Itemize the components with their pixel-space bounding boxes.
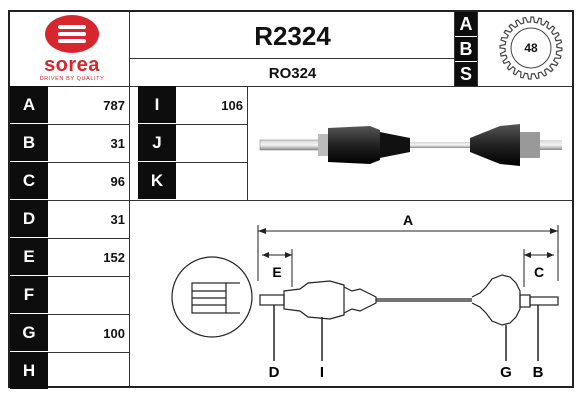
brand-tagline: DRIVEN BY QUALITY (39, 76, 105, 82)
brand-logo: sorea DRIVEN BY QUALITY (10, 12, 130, 86)
spec-value-0: 787 (103, 97, 125, 113)
spec-value-5 (48, 276, 129, 314)
dim-e-label: E (272, 264, 281, 280)
spec-mid-value-0: 106 (221, 97, 243, 113)
spec-value-4: 152 (103, 249, 125, 265)
spec-label-0: A (10, 86, 48, 123)
spec-value-1: 31 (110, 135, 125, 151)
spec-mid-value-2 (176, 162, 247, 200)
spec-value-2: 96 (110, 173, 125, 189)
spec-label-6: G (10, 314, 48, 351)
abs-teeth-count: 48 (524, 41, 538, 55)
spec-mid-label-1: J (138, 124, 176, 161)
dimension-drawing: A E C (171, 212, 559, 381)
dim-b-label: B (533, 364, 544, 381)
abs-ring-gear-icon (499, 16, 563, 80)
spec-label-2: C (10, 162, 48, 199)
shaft-outline (259, 274, 559, 326)
abs-letter-s: S (455, 62, 477, 86)
alt-reference: RO324 (268, 64, 317, 82)
dim-g-label: G (500, 364, 512, 381)
spec-value-3: 31 (110, 211, 125, 227)
dim-d-label: D (269, 364, 280, 381)
spec-label-3: D (10, 200, 48, 237)
brand-name: sorea (44, 54, 100, 76)
spec-label-5: F (10, 276, 48, 313)
spec-mid-label-0: I (138, 86, 176, 123)
abs-letter-a: A (455, 12, 477, 36)
spec-label-1: B (10, 124, 48, 161)
spec-value-6: 100 (103, 325, 125, 341)
spec-label-4: E (10, 238, 48, 275)
product-sheet: sorea DRIVEN BY QUALITY R2324 RO324 A B … (8, 10, 574, 390)
dim-i-label: I (320, 364, 324, 381)
spec-label-7: H (10, 352, 48, 389)
spec-value-7 (48, 352, 129, 390)
spec-mid-label-2: K (138, 162, 176, 199)
driveshaft-photo (259, 124, 562, 166)
part-number: R2324 (254, 20, 331, 51)
abs-letter-b: B (455, 37, 477, 61)
spline-detail-icon (171, 256, 253, 338)
dim-a-label: A (403, 212, 413, 228)
dim-c-label: C (534, 264, 544, 280)
sorea-logo-icon (45, 15, 99, 53)
spec-mid-value-1 (176, 124, 247, 162)
